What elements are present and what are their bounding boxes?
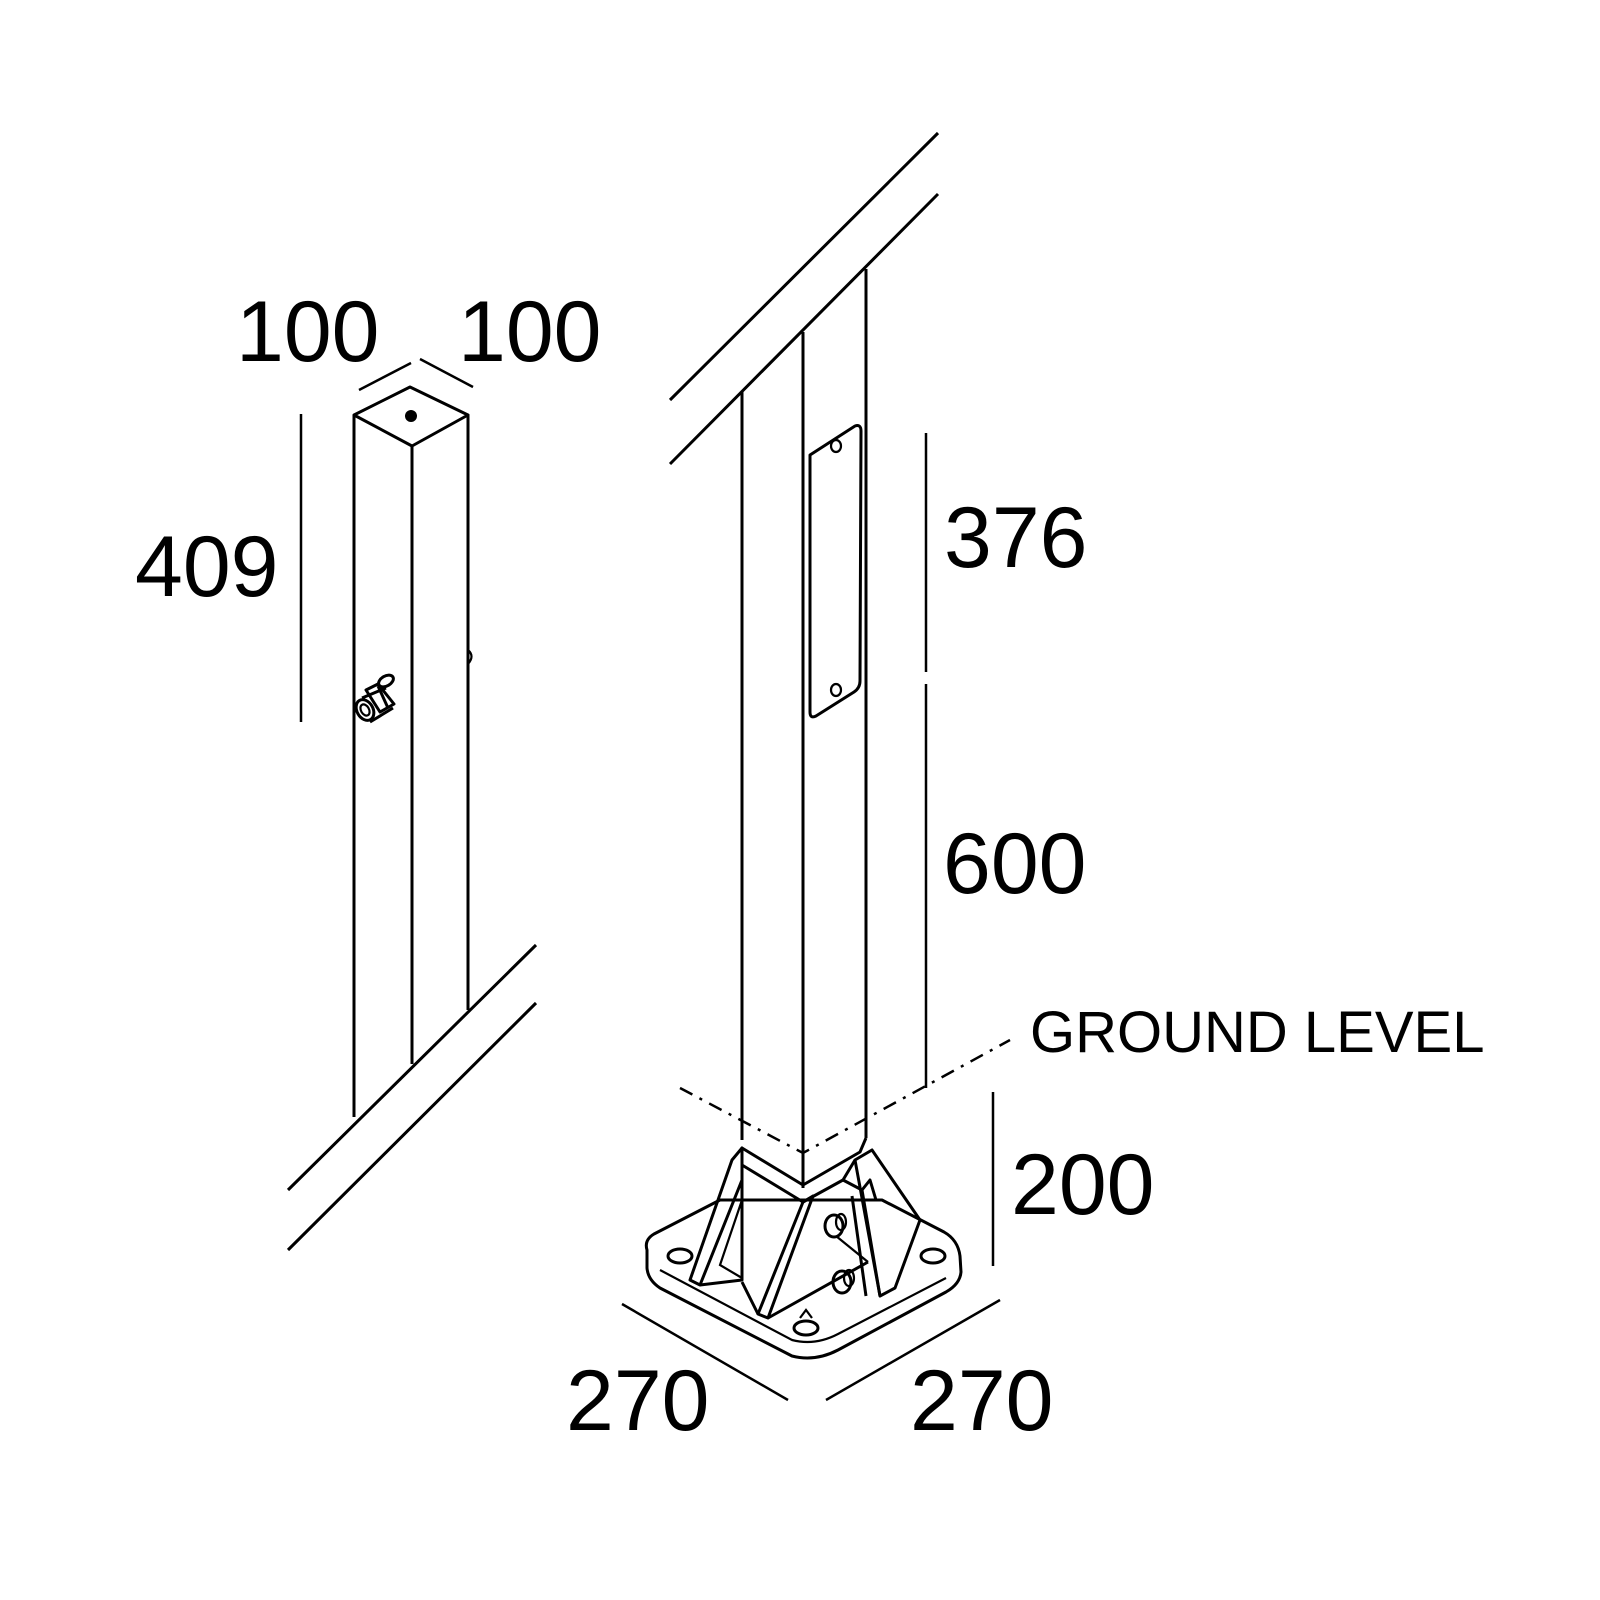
dim-height-short-post: 409 bbox=[135, 519, 279, 615]
dim-line-base-left bbox=[621, 1302, 789, 1402]
base-plate bbox=[644, 1137, 963, 1360]
dim-line-width-right bbox=[419, 357, 474, 389]
dim-base-right: 270 bbox=[910, 1353, 1054, 1449]
ground-level: GROUND LEVEL bbox=[679, 1000, 1484, 1155]
access-door-screw-top bbox=[829, 438, 843, 454]
ground-level-label: GROUND LEVEL bbox=[1030, 1000, 1484, 1065]
short-post bbox=[286, 385, 538, 1252]
ground-level-line bbox=[679, 1038, 1011, 1155]
tall-post bbox=[668, 131, 940, 1188]
base-hole-right bbox=[919, 1247, 947, 1265]
dim-height-upper: 376 bbox=[944, 490, 1088, 586]
base-hole-front bbox=[792, 1319, 820, 1337]
dim-line-base-right bbox=[825, 1298, 1001, 1402]
tall-post-dimensions: 376 600 200 270 270 bbox=[566, 433, 1155, 1449]
base-bolt-upper-icon bbox=[823, 1212, 848, 1239]
base-hole-left bbox=[666, 1247, 694, 1265]
dim-base-left: 270 bbox=[566, 1353, 710, 1449]
dim-height-base: 200 bbox=[1011, 1137, 1155, 1233]
short-post-ground-line-1 bbox=[286, 943, 538, 1192]
gusset-left bbox=[688, 1146, 744, 1287]
tall-post-access-door bbox=[808, 424, 863, 719]
short-post-top-hole bbox=[405, 410, 417, 422]
access-door-screw-bottom bbox=[829, 682, 843, 698]
short-post-dimensions: 100 100 409 bbox=[135, 284, 602, 722]
dim-width-right: 100 bbox=[458, 284, 602, 380]
short-post-side-pin bbox=[467, 649, 473, 665]
gusset-right bbox=[853, 1148, 922, 1298]
gusset-front bbox=[756, 1194, 815, 1320]
dim-width-left: 100 bbox=[236, 284, 380, 380]
tall-post-break-line-2 bbox=[668, 192, 940, 466]
base-bolt-lower-icon bbox=[831, 1268, 856, 1295]
short-post-ground-line-2 bbox=[286, 1001, 538, 1252]
tall-post-break-line-1 bbox=[668, 131, 940, 402]
dim-height-lower: 600 bbox=[943, 816, 1087, 912]
dim-line-width-left bbox=[358, 361, 412, 392]
short-post-bolt-icon bbox=[354, 673, 396, 724]
base-plate-outline bbox=[644, 1198, 963, 1360]
base-plate-thickness bbox=[659, 1269, 947, 1344]
